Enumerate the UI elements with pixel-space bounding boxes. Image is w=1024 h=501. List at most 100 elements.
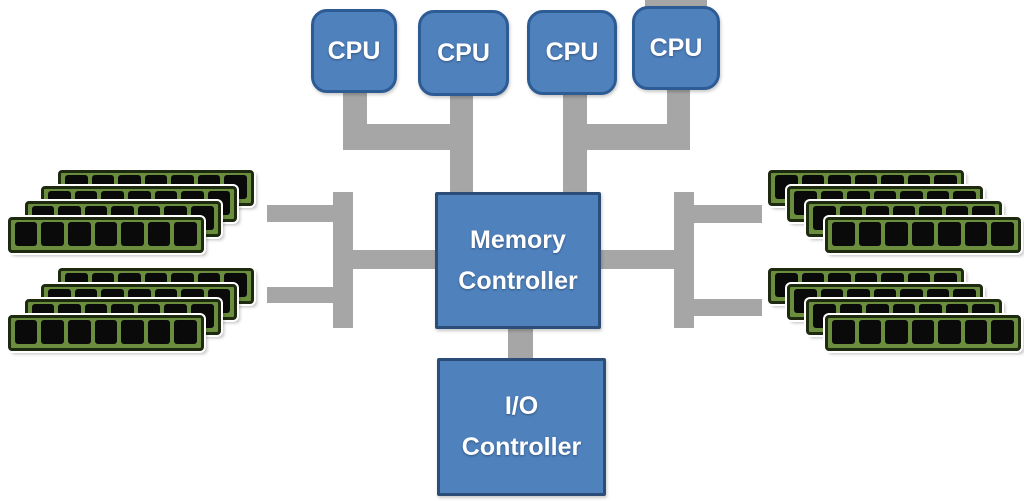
memory-chip [854,273,878,297]
memory-chip [121,222,144,247]
memory-chip [111,206,134,231]
cpu-3-label: CPU [545,38,599,66]
memory-chip [118,273,141,297]
memory-chip [147,320,171,345]
memory-chip [911,320,935,345]
memory-chip [111,304,134,329]
memory-chip [84,206,108,231]
memory-chip [41,320,65,345]
memory-module [825,315,1021,352]
memory-chip [945,304,969,329]
bus-left-mid [353,250,437,269]
bus-right-lower-stub [694,299,762,316]
bus-cpu4-top-stub [645,0,707,8]
memory-chip [945,206,969,231]
memory-chip [137,304,161,329]
memory-chip [991,222,1015,247]
bus-right-mid [599,250,674,269]
memory-chip [873,190,897,215]
memory-chip [919,206,942,231]
memory-chip [866,304,889,329]
memory-chip [197,175,221,199]
io-controller-box: I/O Controller [437,358,606,496]
memory-chip [207,190,231,215]
memory-chip [892,206,916,231]
cpu-box-1: CPU [311,9,397,93]
cpu-4-label: CPU [649,33,703,62]
memory-chip [65,273,88,297]
bus-left-lower-stub [267,287,333,303]
memory-chip [174,320,197,345]
cpu-2-label: CPU [437,38,490,67]
memory-chip [847,190,870,215]
memory-module [806,201,1002,238]
memory-chip [48,190,71,215]
memory-chip [91,175,115,199]
memory-module [768,268,964,304]
memory-chip [911,222,935,247]
memory-chip [839,304,863,329]
memory-chip [964,320,988,345]
memory-chip [775,175,798,199]
memory-chip [154,190,178,215]
memory-chip [207,288,231,313]
memory-chip [794,190,817,215]
memory-chip [94,320,118,345]
memory-chip [832,320,855,345]
memory-chip [147,222,171,247]
io-controller-label: I/O Controller [462,386,581,468]
memory-module [24,299,221,336]
memory-chip [181,288,204,313]
memory-chip [74,288,98,313]
memory-chip [48,288,71,313]
memory-chip [858,320,882,345]
memory-chip [197,273,221,297]
memory-chip [953,288,977,313]
memory-chip [847,288,870,313]
memory-chip [934,273,958,297]
memory-chip [65,175,88,199]
memory-chip [820,288,844,313]
memory-chip [926,288,950,313]
memory-chip [873,288,897,313]
memory-chip [101,190,125,215]
memory-chip [224,273,248,297]
memory-module [7,217,204,254]
memory-chip [137,206,161,231]
memory-module [768,170,964,206]
memory-chip [938,320,961,345]
memory-chip [68,222,91,247]
memory-controller-label: Memory Controller [458,220,577,302]
memory-chip [900,288,923,313]
cpu-box-2: CPU [418,10,509,96]
memory-chip [154,288,178,313]
memory-chip [907,273,931,297]
memory-chip [900,190,923,215]
bus-left-trunk [333,192,353,328]
memory-chip [31,304,55,329]
bus-mc-io-stem [508,329,533,358]
memory-module [24,201,221,238]
memory-chip [972,304,996,329]
memory-chip [801,273,825,297]
memory-chip [775,273,798,297]
memory-chip [813,304,836,329]
memory-chip [881,273,904,297]
memory-chip [820,190,844,215]
bus-right-trunk [674,192,694,328]
memory-chip [101,288,125,313]
memory-chip [813,206,836,231]
memory-chip [866,206,889,231]
memory-chip [118,175,141,199]
memory-module [787,185,983,222]
memory-chip [58,206,81,231]
memory-module [58,268,254,304]
memory-chip [164,304,188,329]
memory-chip [191,304,214,329]
memory-chip [919,304,942,329]
memory-chip [224,175,248,199]
memory-chip [828,175,851,199]
memory-chip [892,304,916,329]
memory-chip [128,288,151,313]
